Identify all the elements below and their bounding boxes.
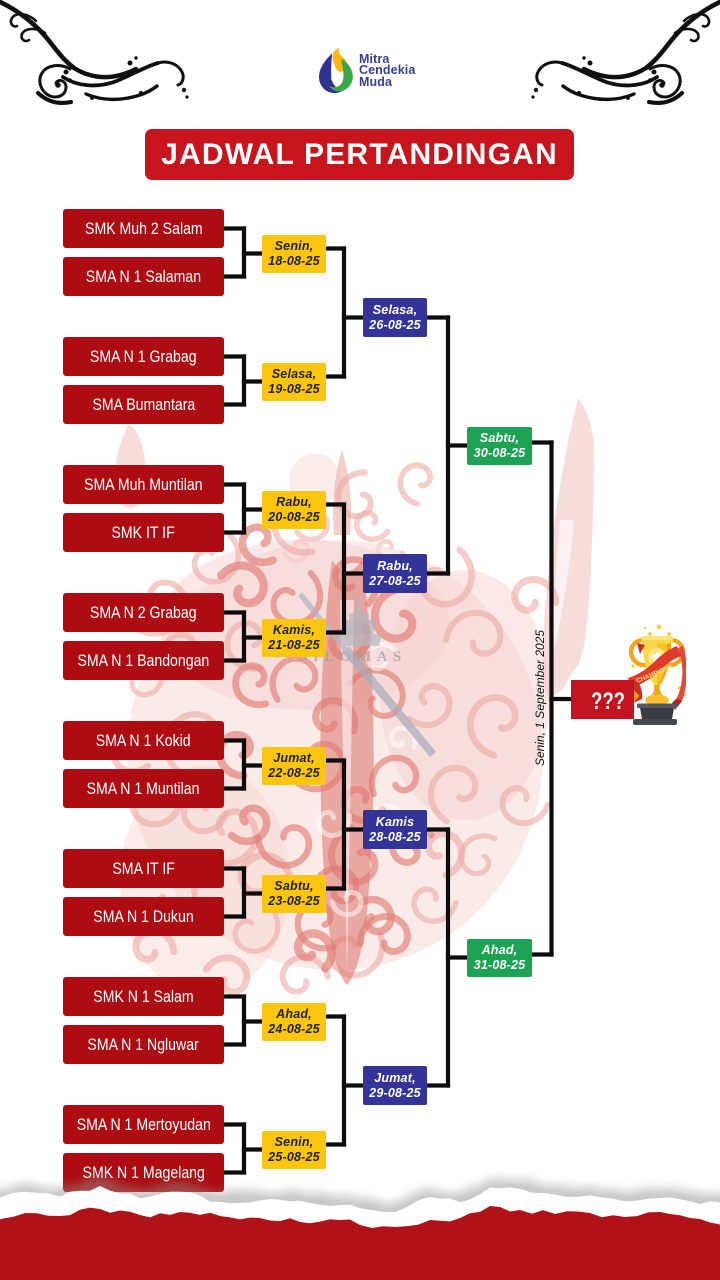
svg-text:???: ??? [591, 688, 625, 715]
